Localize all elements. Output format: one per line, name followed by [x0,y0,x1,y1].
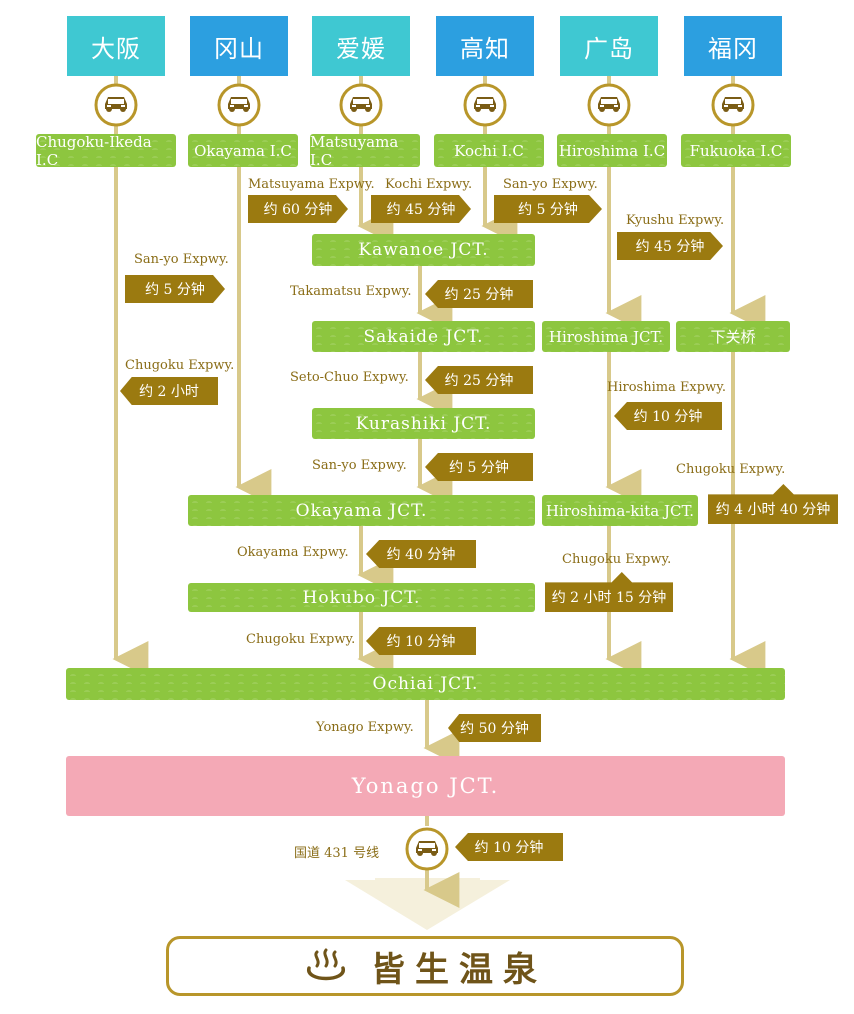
junction-label: Kurashiki JCT. [355,413,492,434]
junction-label: Hiroshima-kita JCT. [545,501,695,520]
car-icon [339,83,383,127]
car-icon [217,83,261,127]
expwy-label: Yonago Expwy. [316,720,414,735]
expwy-label: 国道 431 号线 [294,846,380,861]
time-tag: 约 5 分钟 [425,453,533,481]
time-tag: 约 45 分钟 [617,232,723,260]
expwy-label: Takamatsu Expwy. [290,284,412,299]
interchange-matsuyama: Matsuyama I.C [310,132,420,169]
interchange-hiroshima: Hiroshima I.C [557,134,667,167]
destination-box: 皆生温泉 [166,936,684,996]
hot-spring-icon [307,948,345,981]
interchange-label: Fukuoka I.C [689,141,783,160]
expwy-label: Chugoku Expwy. [125,358,235,373]
time-tag: 约 10 分钟 [455,833,563,861]
city-label: 高知 [460,34,510,63]
junction-kurashiki: Kurashiki JCT. [312,408,535,439]
junction-label: 下关桥 [710,328,756,346]
junction-ochiai: Ochiai JCT. [66,668,785,700]
city-kochi: 高知 [436,16,534,76]
expwy-label: San-yo Expwy. [312,458,407,473]
interchange-chugoku-ikeda: Chugoku-Ikeda I.C [36,132,176,169]
interchange-label: Kochi I.C [454,141,524,160]
junction-kawanoe: Kawanoe JCT. [312,234,535,266]
expwy-label: Seto-Chuo Expwy. [290,370,409,385]
time-tag: 约 50 分钟 [448,714,541,742]
junction-label: Kawanoe JCT. [358,240,489,260]
time-tag: 约 60 分钟 [248,195,348,223]
city-hiroshima: 广岛 [560,16,658,76]
car-icon [587,83,631,127]
junction-label: Ochiai JCT. [372,674,479,694]
city-label: 冈山 [214,34,264,63]
city-label: 爱媛 [336,34,386,63]
time-tag: 约 10 分钟 [614,402,722,430]
time-tag: 约 45 分钟 [371,195,471,223]
time-tag: 约 5 分钟 [494,195,602,223]
time-tag: 约 5 分钟 [125,275,225,303]
expwy-label: Kyushu Expwy. [626,213,725,228]
junction-label: Okayama JCT. [295,500,428,521]
junction-hiroshima: Hiroshima JCT. [542,321,670,352]
car-icon [711,83,755,127]
junction-yonago: Yonago JCT. [66,756,785,816]
expwy-label: Okayama Expwy. [237,545,349,560]
destination-label: 皆生温泉 [371,949,547,990]
city-okayama: 冈山 [190,16,288,76]
expwy-label: Hiroshima Expwy. [607,380,726,395]
time-tag: 约 25 分钟 [425,366,533,394]
expwy-label: Chugoku Expwy. [676,462,786,477]
junction-hiroshima-kita: Hiroshima-kita JCT. [542,495,698,526]
city-label: 广岛 [584,34,634,63]
interchange-label: Chugoku-Ikeda I.C [36,132,152,169]
car-icon [405,827,449,871]
interchange-label: Matsuyama I.C [310,132,399,169]
time-tag: 约 10 分钟 [366,627,476,655]
car-icon [463,83,507,127]
expwy-label: Chugoku Expwy. [562,552,672,567]
time-tag: 约 40 分钟 [366,540,476,568]
city-label: 福冈 [708,34,758,63]
time-tag: 约 25 分钟 [425,280,533,308]
city-osaka: 大阪 [67,16,165,76]
junction-hokubo: Hokubo JCT. [188,583,535,612]
expwy-label: San-yo Expwy. [503,177,598,192]
city-ehime: 爱媛 [312,16,410,76]
interchange-label: Okayama I.C [194,141,292,160]
time-tag: 约 2 小时 [120,377,218,405]
junction-label: Hokubo JCT. [302,587,421,608]
expwy-label: Chugoku Expwy. [246,632,356,647]
city-label: 大阪 [91,34,141,63]
interchange-okayama: Okayama I.C [188,134,298,167]
junction-label: Hiroshima JCT. [548,327,664,346]
car-icon [94,83,138,127]
junction-label: Sakaide JCT. [363,326,484,347]
junction-shimonoseki: 下关桥 [676,321,790,352]
city-fukuoka: 福冈 [684,16,782,76]
interchange-fukuoka: Fukuoka I.C [681,134,791,167]
expwy-label: Kochi Expwy. [385,177,473,192]
junction-label: Yonago JCT. [351,774,500,798]
interchange-label: Hiroshima I.C [558,141,666,160]
expwy-label: San-yo Expwy. [134,252,229,267]
junction-okayama: Okayama JCT. [188,495,535,526]
interchange-kochi: Kochi I.C [434,134,544,167]
junction-sakaide: Sakaide JCT. [312,321,535,352]
expwy-label: Matsuyama Expwy. [248,177,375,192]
